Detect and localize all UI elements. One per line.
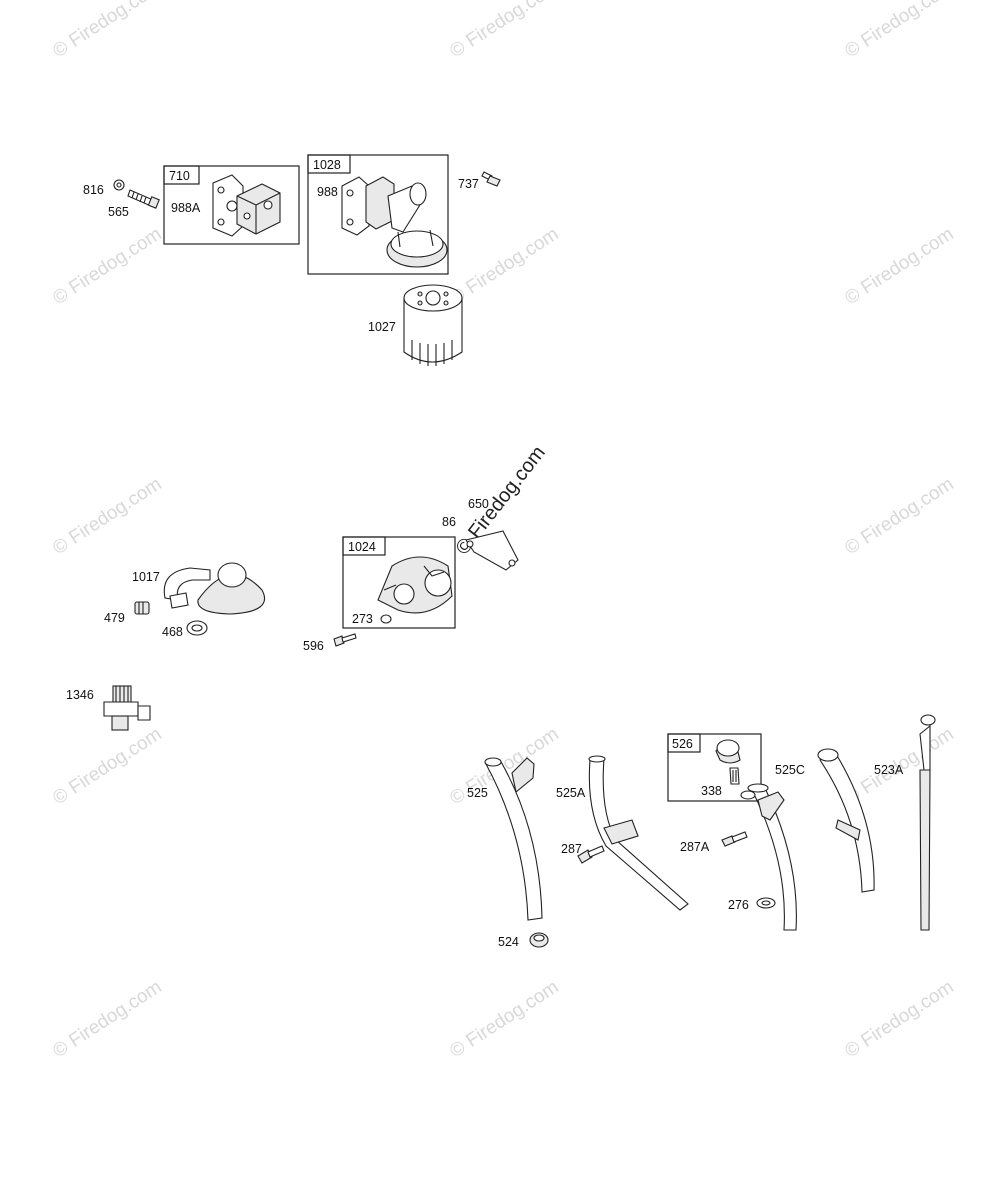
part-1024-oil-pump	[377, 556, 453, 614]
part-1346-valve	[103, 685, 151, 731]
label-479: 479	[104, 611, 125, 625]
watermark: © Firedog.com	[49, 0, 165, 62]
label-525A: 525A	[556, 786, 586, 800]
part-710-adapter	[236, 183, 281, 235]
label-988: 988	[317, 185, 338, 199]
watermark: © Firedog.com	[841, 0, 957, 62]
part-525A-dipstick-tube	[588, 755, 689, 911]
watermark: © Firedog.com	[841, 474, 957, 560]
watermark: © Firedog.com	[446, 977, 562, 1063]
label-816: 816	[83, 183, 104, 197]
part-525C-dipstick-tube	[817, 748, 875, 893]
label-737: 737	[458, 177, 479, 191]
box-label-526: 526	[672, 737, 693, 751]
label-988A: 988A	[171, 201, 201, 215]
watermark: © Firedog.com	[49, 224, 165, 310]
watermark: © Firedog.com	[446, 0, 562, 62]
box-label-1028: 1028	[313, 158, 341, 172]
label-1017: 1017	[132, 570, 160, 584]
part-276-washer	[756, 897, 776, 909]
part-1017-oil-pickup	[163, 562, 266, 615]
part-525-dipstick-tube	[484, 757, 543, 921]
watermark: © Firedog.com	[49, 474, 165, 560]
label-273: 273	[352, 612, 373, 626]
label-276: 276	[728, 898, 749, 912]
watermark: © Firedog.com	[841, 977, 957, 1063]
watermark: © Firedog.com	[841, 224, 957, 310]
part-287-screw	[577, 845, 605, 864]
group-box-710: 710	[163, 165, 300, 245]
part-479-fitting	[134, 601, 150, 615]
watermark: © Firedog.com	[49, 977, 165, 1063]
box-label-710: 710	[169, 169, 190, 183]
part-737-bolt	[481, 171, 501, 187]
watermark: © Firedog.com	[446, 224, 562, 310]
watermark: © Firedog.com	[49, 724, 165, 810]
label-524: 524	[498, 935, 519, 949]
callout-labels: 816 565 988A 988 737 1027 650 86 1017 47…	[66, 177, 904, 949]
part-1027-oil-filter	[403, 284, 463, 366]
part-524-grommet	[529, 932, 549, 948]
part-273-o-ring	[380, 614, 392, 624]
part-565-fitting	[127, 189, 160, 209]
label-468: 468	[162, 625, 183, 639]
part-523A-dipstick	[919, 714, 936, 931]
label-1027: 1027	[368, 320, 396, 334]
part-526-tube-assembly	[715, 739, 797, 931]
label-525C: 525C	[775, 763, 805, 777]
label-565: 565	[108, 205, 129, 219]
group-box-526: 526	[667, 733, 762, 802]
box-label-1024: 1024	[348, 540, 376, 554]
label-287A: 287A	[680, 840, 710, 854]
label-523A: 523A	[874, 763, 904, 777]
part-988-gasket	[341, 176, 370, 236]
part-988A-gasket	[212, 174, 244, 237]
part-338-o-ring	[740, 790, 756, 800]
label-86: 86	[442, 515, 456, 529]
part-86-650-cover-plate	[465, 530, 519, 571]
label-596: 596	[303, 639, 324, 653]
group-box-1024: 1024	[342, 536, 456, 629]
part-816-washer	[113, 179, 125, 191]
part-596-screw	[333, 633, 357, 647]
part-287A-screw	[721, 831, 748, 847]
part-1028-oil-filter-adapter	[365, 176, 448, 268]
group-box-1028: 1028	[307, 154, 449, 275]
label-1346: 1346	[66, 688, 94, 702]
part-468-o-ring	[186, 620, 208, 636]
label-525: 525	[467, 786, 488, 800]
label-338: 338	[701, 784, 722, 798]
label-650: 650	[468, 497, 489, 511]
label-287: 287	[561, 842, 582, 856]
